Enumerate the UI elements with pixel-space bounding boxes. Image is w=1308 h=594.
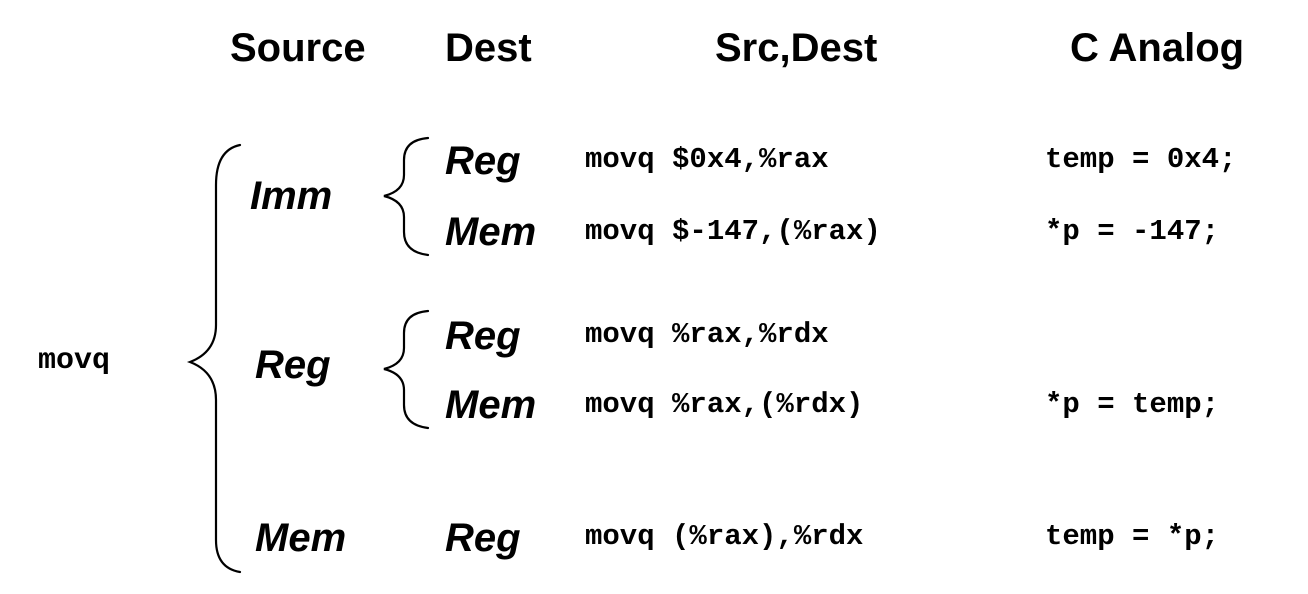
dest-mem: Mem xyxy=(445,383,537,427)
dest-reg: Reg xyxy=(445,516,521,560)
c-reg-mem: *p = temp; xyxy=(1045,388,1220,421)
c-mem-reg: temp = *p; xyxy=(1045,520,1220,553)
reg-brace xyxy=(383,309,430,430)
header-dest: Dest xyxy=(445,26,532,70)
instruction-label: movq xyxy=(38,344,111,378)
asm-imm-reg: movq $0x4,%rax xyxy=(585,143,829,176)
dest-reg: Reg xyxy=(445,139,521,183)
dest-reg: Reg xyxy=(445,314,521,358)
imm-brace xyxy=(383,136,430,257)
asm-reg-reg: movq %rax,%rdx xyxy=(585,318,829,351)
source-mem: Mem xyxy=(255,516,347,560)
source-imm: Imm xyxy=(250,174,333,218)
dest-mem: Mem xyxy=(445,210,537,254)
c-imm-mem: *p = -147; xyxy=(1045,215,1220,248)
header-c-analog: C Analog xyxy=(1070,26,1245,70)
asm-mem-reg: movq (%rax),%rdx xyxy=(585,520,864,553)
large-brace xyxy=(186,143,242,574)
source-reg: Reg xyxy=(255,343,331,387)
header-src-dest: Src,Dest xyxy=(715,26,878,70)
header-source: Source xyxy=(230,26,366,70)
asm-reg-mem: movq %rax,(%rdx) xyxy=(585,388,864,421)
asm-imm-mem: movq $-147,(%rax) xyxy=(585,215,881,248)
c-imm-reg: temp = 0x4; xyxy=(1045,143,1237,176)
